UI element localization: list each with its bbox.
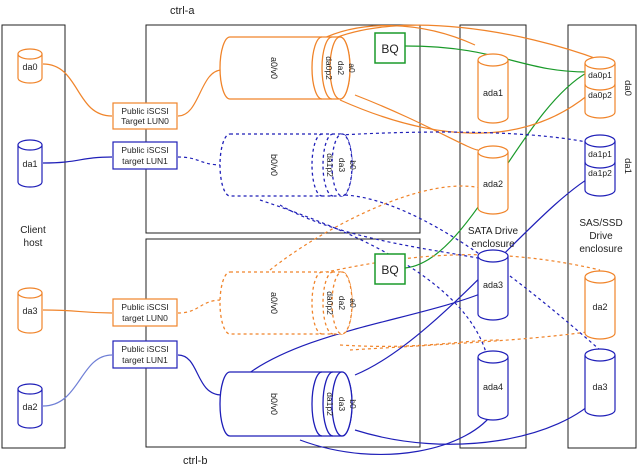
svg-text:Target LUN0: Target LUN0 <box>121 116 169 126</box>
svg-text:da1p2: da1p2 <box>325 153 335 177</box>
link-da0-lun0 <box>42 63 113 117</box>
sas-label-2: Drive <box>589 231 613 242</box>
svg-text:b0/v0: b0/v0 <box>269 154 279 176</box>
svg-text:ada1: ada1 <box>483 88 503 98</box>
target-b-lun0: Public iSCSI target LUN0 <box>112 298 178 327</box>
client-disk-da1: da1 <box>17 139 43 188</box>
sata-label-1: SATA Drive <box>468 226 519 237</box>
link-lun1-b0 <box>177 156 223 166</box>
svg-text:da0: da0 <box>622 80 633 96</box>
client-da1-label: da1 <box>22 159 37 169</box>
svg-text:ada3: ada3 <box>483 280 503 290</box>
svg-text:da0p2: da0p2 <box>324 56 334 80</box>
svg-text:da2: da2 <box>592 302 607 312</box>
link-da3-lun0b <box>42 309 113 314</box>
target-b-lun1: Public iSCSI target LUN1 <box>112 340 178 369</box>
svg-text:Public iSCSI: Public iSCSI <box>121 344 168 354</box>
connections <box>42 24 601 456</box>
svg-text:da2: da2 <box>336 61 346 75</box>
sata-disk-ada2: ada2 <box>477 145 509 215</box>
svg-text:a0: a0 <box>348 298 358 308</box>
link-lunb0-a0b <box>177 299 223 314</box>
sas-label-1: SAS/SSD <box>579 218 622 229</box>
client-da3-label: da3 <box>22 306 37 316</box>
client-disk-da0: da0 <box>17 48 43 84</box>
volume-a0-ctrl-a: a0/v0 da0p2 da2 a0 <box>219 36 357 100</box>
svg-text:da1p2: da1p2 <box>325 392 335 416</box>
link-lun0-a0 <box>177 69 223 117</box>
client-host-label-1: Client <box>20 225 46 236</box>
ctrl-a-label: ctrl-a <box>170 5 195 17</box>
client-da2-label: da2 <box>22 402 37 412</box>
sas-disk-da3: da3 <box>584 348 616 417</box>
client-host-box <box>1 24 66 449</box>
volume-a0-ctrl-b: a0/v0 da0p2 da2 a0 <box>219 271 358 335</box>
link-da1-lun1 <box>42 156 113 164</box>
sata-disk-ada3: ada3 <box>477 249 509 321</box>
svg-text:da0p1: da0p1 <box>588 70 612 80</box>
client-host-label-2: host <box>24 238 43 249</box>
svg-text:b0: b0 <box>348 160 358 170</box>
svg-text:da1p2: da1p2 <box>588 168 612 178</box>
svg-text:da0p2: da0p2 <box>325 291 335 315</box>
svg-text:a0: a0 <box>347 63 357 73</box>
sata-disk-ada1: ada1 <box>477 53 509 124</box>
sas-disk-da1: da1p1 da1p2 da1 <box>584 134 633 197</box>
svg-text:target LUN1: target LUN1 <box>122 355 168 365</box>
svg-text:da2: da2 <box>337 296 347 310</box>
ctrl-b-label: ctrl-b <box>183 455 207 467</box>
link-da2-lun1b <box>42 354 113 407</box>
svg-text:Public iSCSI: Public iSCSI <box>121 106 168 116</box>
svg-text:a0/v0: a0/v0 <box>269 57 279 79</box>
svg-text:BQ: BQ <box>381 42 398 56</box>
svg-text:Public iSCSI: Public iSCSI <box>121 145 168 155</box>
sas-disk-da0: da0p1 da0p2 da0 <box>584 56 633 119</box>
svg-text:b0/v0: b0/v0 <box>269 393 279 415</box>
volume-b0-ctrl-a: b0/v0 da1p2 da3 b0 <box>219 133 358 197</box>
bq-ctrl-b: BQ <box>374 253 406 285</box>
sas-disk-da2: da2 <box>584 270 616 340</box>
client-disk-da3: da3 <box>17 287 43 334</box>
svg-text:da0p2: da0p2 <box>588 90 612 100</box>
svg-text:BQ: BQ <box>381 263 398 277</box>
bq-ctrl-a: BQ <box>374 32 406 64</box>
svg-text:da3: da3 <box>337 397 347 411</box>
svg-text:b0: b0 <box>348 399 358 409</box>
svg-text:target LUN1: target LUN1 <box>122 156 168 166</box>
svg-text:Public iSCSI: Public iSCSI <box>121 302 168 312</box>
svg-text:a0/v0: a0/v0 <box>269 292 279 314</box>
volume-b0-ctrl-b: b0/v0 da1p2 da3 b0 <box>219 371 358 437</box>
svg-text:ada4: ada4 <box>483 382 503 392</box>
sata-disk-ada4: ada4 <box>477 350 509 421</box>
svg-text:da1: da1 <box>622 158 633 174</box>
target-a-lun1: Public iSCSI target LUN1 <box>112 141 178 170</box>
svg-text:da3: da3 <box>337 158 347 172</box>
client-da0-label: da0 <box>22 62 37 72</box>
svg-text:target LUN0: target LUN0 <box>122 313 168 323</box>
svg-text:ada2: ada2 <box>483 179 503 189</box>
sas-label-3: enclosure <box>579 244 623 255</box>
sata-label-2: enclosure <box>471 239 515 250</box>
svg-text:da1p1: da1p1 <box>588 149 612 159</box>
sata-enclosure-box <box>459 24 527 449</box>
sas-enclosure-box <box>567 24 637 449</box>
client-disk-da2: da2 <box>17 383 43 429</box>
link-lunb1-b0b <box>177 354 223 396</box>
svg-text:da3: da3 <box>592 382 607 392</box>
target-a-lun0: Public iSCSI Target LUN0 <box>112 102 178 130</box>
